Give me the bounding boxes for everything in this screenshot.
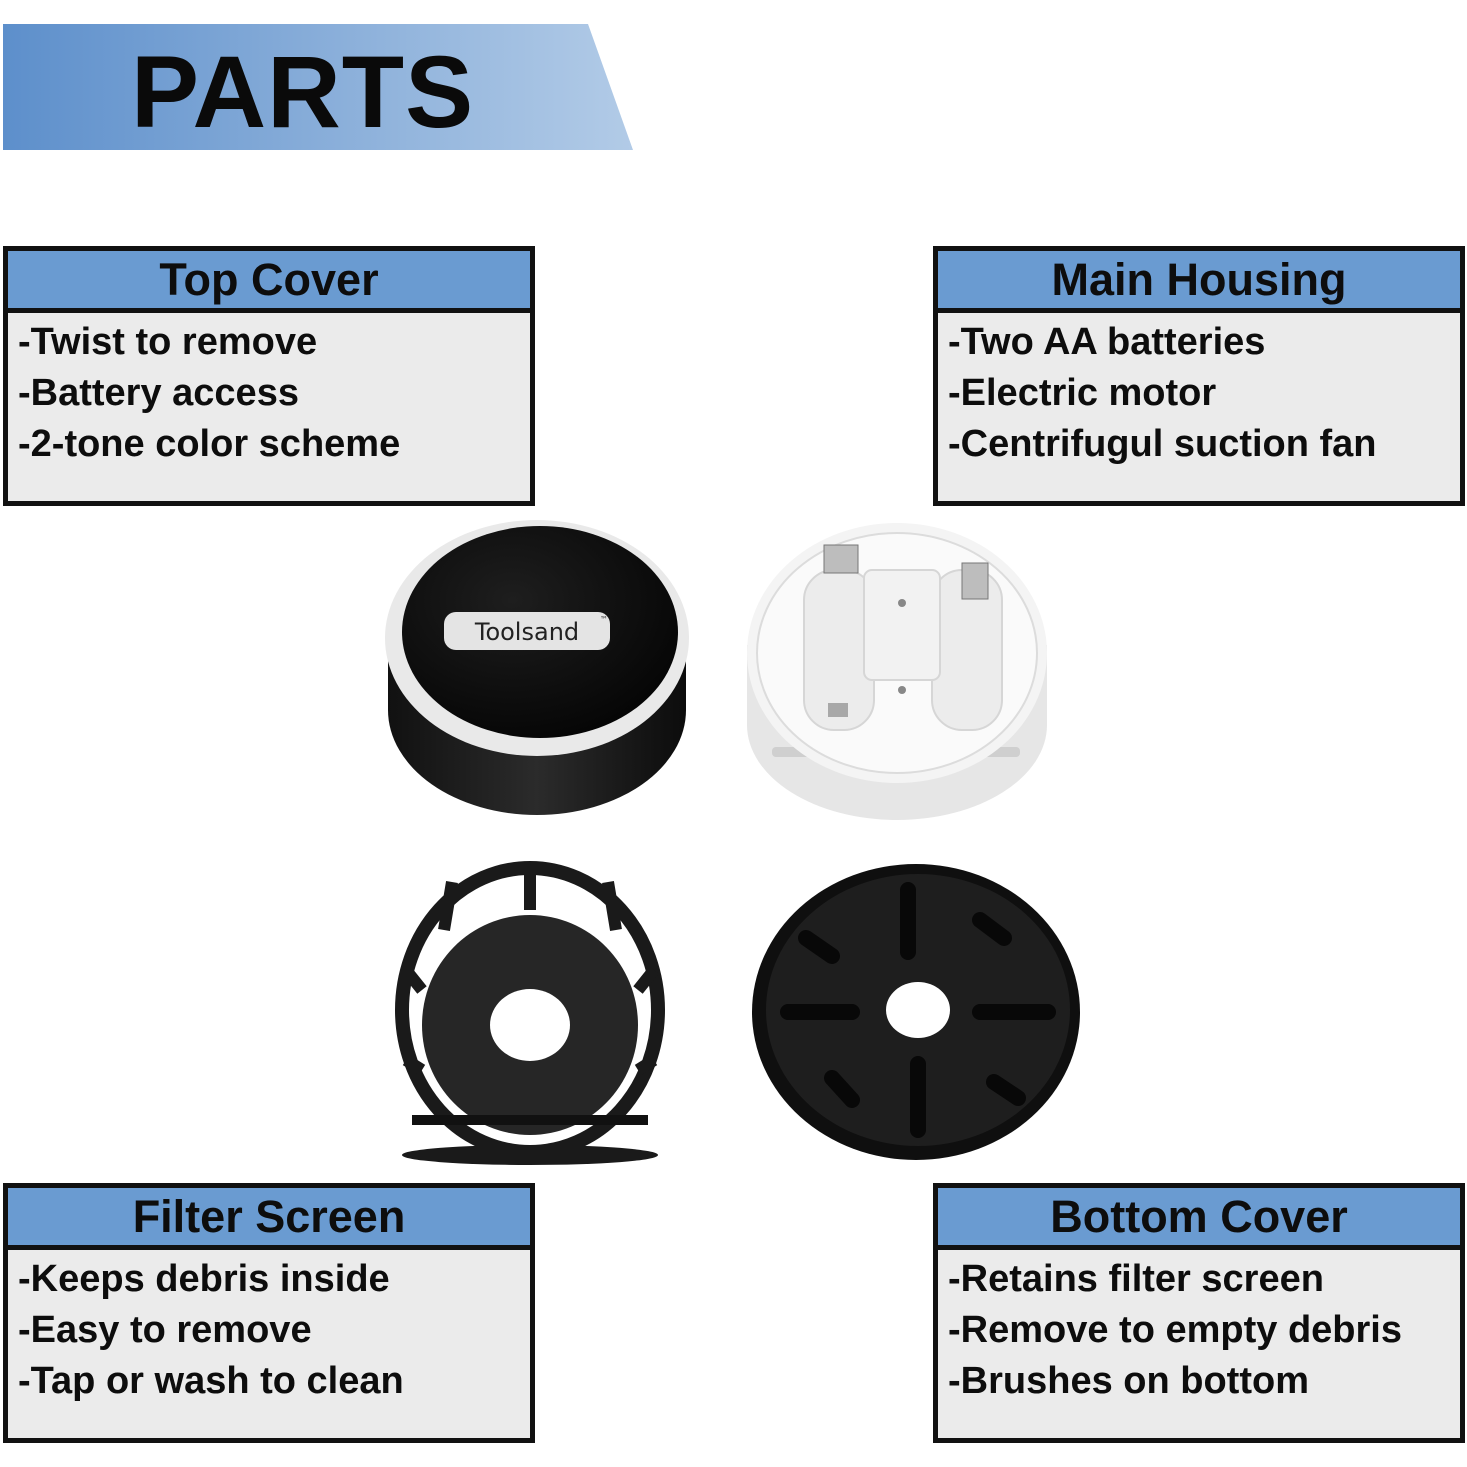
panel-title: Main Housing — [938, 251, 1460, 313]
feature-line: -Centrifugul suction fan — [948, 423, 1377, 465]
panel-body: -Keeps debris inside -Easy to remove -Ta… — [8, 1250, 530, 1407]
main-housing-panel: Main Housing -Two AA batteries -Electric… — [933, 246, 1465, 506]
feature-line: -Easy to remove — [18, 1309, 312, 1351]
feature-line: -Twist to remove — [18, 321, 318, 363]
feature-line: -Electric motor — [948, 372, 1217, 414]
brand-logo-text: Toolsand — [474, 618, 579, 646]
bottom-cover-panel: Bottom Cover -Retains filter screen -Rem… — [933, 1183, 1465, 1443]
panel-title: Bottom Cover — [938, 1188, 1460, 1250]
feature-line: -2-tone color scheme — [18, 423, 401, 465]
panel-title: Top Cover — [8, 251, 530, 313]
feature-line: -Remove to empty debris — [948, 1309, 1402, 1351]
feature-line: -Tap or wash to clean — [18, 1360, 404, 1402]
trademark-mark: ™ — [600, 615, 608, 624]
feature-line: -Keeps debris inside — [18, 1258, 390, 1300]
filter-screen-panel: Filter Screen -Keeps debris inside -Easy… — [3, 1183, 535, 1443]
main-housing-image — [747, 523, 1047, 820]
panel-body: -Twist to remove -Battery access -2-tone… — [8, 313, 530, 470]
feature-line: -Battery access — [18, 372, 299, 414]
banner-background — [3, 24, 633, 150]
top-cover-panel: Top Cover -Twist to remove -Battery acce… — [3, 246, 535, 506]
panel-body: -Two AA batteries -Electric motor -Centr… — [938, 313, 1460, 470]
top-cover-image: Toolsand ™ — [385, 520, 689, 815]
panel-body: -Retains filter screen -Remove to empty … — [938, 1250, 1460, 1407]
page-title: PARTS — [131, 35, 475, 149]
panel-title: Filter Screen — [8, 1188, 530, 1250]
bottom-cover-image — [752, 864, 1080, 1160]
feature-line: -Two AA batteries — [948, 321, 1266, 363]
parts-banner: PARTS — [3, 24, 633, 150]
filter-screen-image — [395, 861, 665, 1165]
feature-line: -Retains filter screen — [948, 1258, 1324, 1300]
feature-line: -Brushes on bottom — [948, 1360, 1309, 1402]
